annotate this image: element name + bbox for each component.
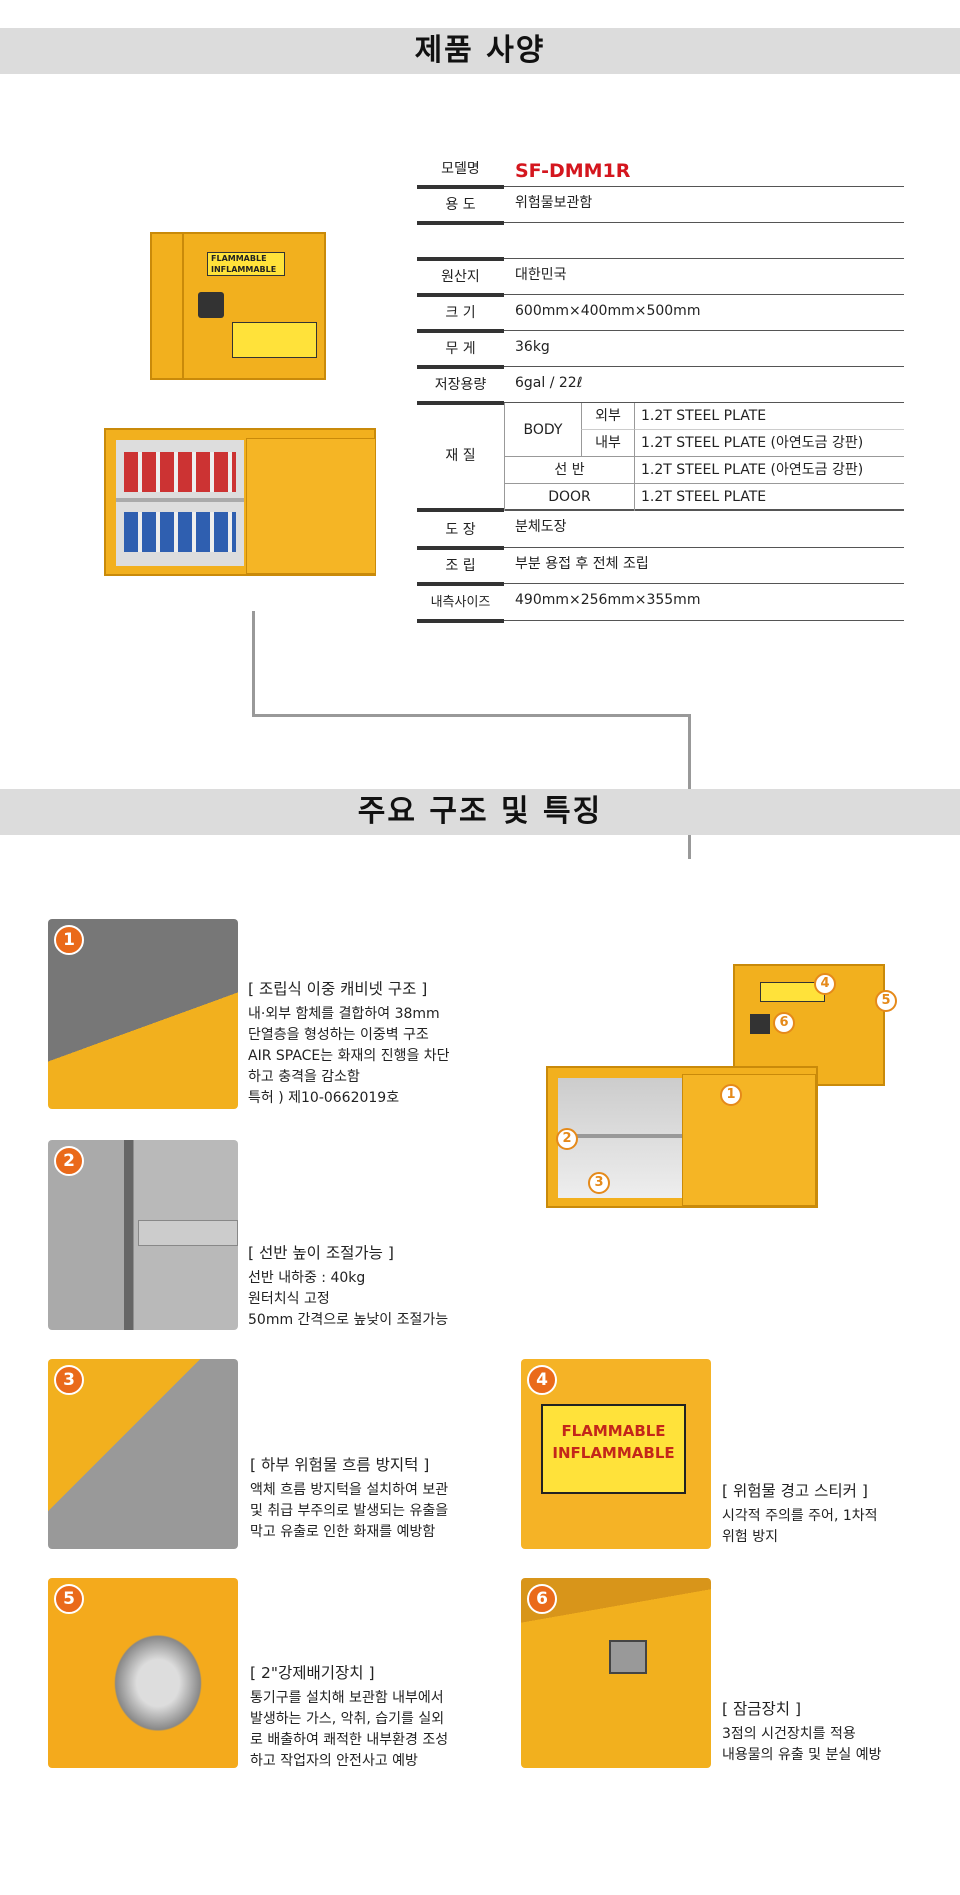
model-name: SF-DMM1R — [515, 160, 631, 182]
spec-label-capacity: 저장용량 — [417, 369, 504, 405]
feature-line: 위험 방지 — [722, 1529, 778, 1545]
spec-label-inner-size: 내측사이즈 — [417, 587, 504, 623]
feature-line: 내·외부 함체를 결합하여 38mm — [248, 1006, 440, 1022]
material-inner-label: 내부 — [581, 430, 634, 457]
feature-line: 하고 충격을 감소함 — [248, 1069, 360, 1085]
feature-title: [ 선반 높이 조절가능 ] — [248, 1244, 394, 1262]
spec-label-material: 재 질 — [417, 404, 504, 512]
feature-image-3: 3 — [48, 1359, 238, 1549]
diagram-badge: 1 — [720, 1084, 742, 1106]
feature-badge: 4 — [527, 1365, 557, 1395]
spec-value-origin: 대한민국 — [515, 267, 567, 283]
feature-line: 로 배출하여 쾌적한 내부환경 조성 — [250, 1732, 449, 1748]
feature-badge: 5 — [54, 1584, 84, 1614]
feature-line: 발생하는 가스, 악취, 습기를 실외 — [250, 1711, 445, 1727]
spec-value-capacity: 6gal / 22ℓ — [515, 375, 583, 391]
material-door-value: 1.2T STEEL PLATE — [634, 484, 904, 511]
diagram-badge: 6 — [773, 1012, 795, 1034]
sticker-flammable: FLAMMABLE — [561, 1422, 666, 1440]
feature-image-6: 6 — [521, 1578, 711, 1768]
spec-value-paint: 분체도장 — [515, 519, 567, 535]
spec-label-paint: 도 장 — [417, 514, 504, 550]
spec-label-weight: 무 게 — [417, 333, 504, 369]
spec-value-size: 600mm×400mm×500mm — [515, 303, 701, 319]
material-inner-value: 1.2T STEEL PLATE (아연도금 강판) — [634, 430, 904, 457]
spec-value-usage: 위험물보관함 — [515, 195, 593, 211]
spec-label-assembly: 조 립 — [417, 550, 504, 586]
material-shelf-label: 선 반 — [504, 457, 634, 484]
sticker-flammable: FLAMMABLE — [211, 254, 267, 263]
spec-value-inner-size: 490mm×256mm×355mm — [515, 592, 701, 608]
lock-icon — [609, 1640, 647, 1674]
feature-line: 3점의 시건장치를 적용 — [722, 1726, 856, 1742]
feature-badge: 1 — [54, 925, 84, 955]
spec-label-size: 크 기 — [417, 297, 504, 333]
feature-line: 50mm 간격으로 높낮이 조절가능 — [248, 1312, 449, 1328]
feature-image-5: 5 — [48, 1578, 238, 1768]
sticker-inflammable: INFLAMMABLE — [552, 1444, 675, 1462]
feature-title: [ 잠금장치 ] — [722, 1700, 801, 1718]
spec-label-usage: 용 도 — [417, 189, 504, 225]
feature-line: AIR SPACE는 화재의 진행을 차단 — [248, 1048, 450, 1064]
feature-badge: 3 — [54, 1365, 84, 1395]
section-title-specs: 제품 사양 — [0, 28, 960, 74]
feature-title: [ 하부 위험물 흐름 방지턱 ] — [250, 1456, 430, 1474]
feature-text-2: [ 선반 높이 조절가능 ] 선반 내하중 : 40kg 원터치식 고정 50mm … — [248, 1243, 448, 1331]
diagram-badge: 4 — [814, 973, 836, 995]
spec-value-assembly: 부분 용접 후 전체 조립 — [515, 556, 649, 572]
feature-line: 통기구를 설치해 보관함 내부에서 — [250, 1690, 444, 1706]
feature-line: 원터치식 고정 — [248, 1291, 330, 1307]
spec-value-weight: 36kg — [515, 339, 550, 355]
diagram-cabinet-closed: 4 6 — [733, 964, 885, 1086]
feature-line: 액체 흐름 방지턱을 설치하여 보관 — [250, 1482, 449, 1498]
diagram-cabinet-open: 2 3 1 — [546, 1066, 818, 1208]
feature-badge: 6 — [527, 1584, 557, 1614]
feature-line: 선반 내하중 : 40kg — [248, 1270, 366, 1286]
feature-line: 시각적 주의를 주어, 1차적 — [722, 1508, 878, 1524]
feature-text-1: [ 조립식 이중 캐비넷 구조 ] 내·외부 함체를 결합하여 38mm 단열층을… — [248, 979, 450, 1109]
feature-title: [ 조립식 이중 캐비넷 구조 ] — [248, 980, 428, 998]
diagram-badge: 5 — [875, 990, 897, 1012]
material-body-label: BODY — [504, 403, 581, 457]
feature-image-4: FLAMMABLE INFLAMMABLE 4 — [521, 1359, 711, 1549]
spec-label-model: 모델명 — [417, 153, 504, 189]
connector-line — [252, 611, 255, 717]
feature-line: 및 취급 부주의로 발생되는 유출을 — [250, 1503, 449, 1519]
feature-image-1: 1 — [48, 919, 238, 1109]
feature-title: [ 2"강제배기장치 ] — [250, 1664, 375, 1682]
feature-line: 하고 작업자의 안전사고 예방 — [250, 1753, 418, 1769]
diagram-badge: 3 — [588, 1172, 610, 1194]
feature-line: 단열층을 형성하는 이중벽 구조 — [248, 1027, 429, 1043]
spec-label-origin: 원산지 — [417, 261, 504, 297]
sticker-inflammable: INFLAMMABLE — [211, 265, 277, 274]
material-outer-label: 외부 — [581, 403, 634, 430]
feature-line: 특허 ) 제10-0662019호 — [248, 1090, 400, 1106]
feature-badge: 2 — [54, 1146, 84, 1176]
feature-line: 막고 유출로 인한 화재를 예방함 — [250, 1524, 436, 1540]
feature-image-2: 2 — [48, 1140, 238, 1330]
cabinet-open-image — [104, 428, 376, 576]
lock-icon — [198, 292, 224, 318]
material-shelf-value: 1.2T STEEL PLATE (아연도금 강판) — [634, 457, 904, 484]
diagram-badge: 2 — [556, 1128, 578, 1150]
section-title-features: 주요 구조 및 특징 — [0, 789, 960, 835]
cabinet-closed-image: FLAMMABLE INFLAMMABLE — [150, 232, 326, 380]
feature-title: [ 위험물 경고 스티커 ] — [722, 1482, 868, 1500]
material-outer-value: 1.2T STEEL PLATE — [634, 403, 904, 430]
material-door-label: DOOR — [504, 484, 634, 511]
feature-line: 내용물의 유출 및 분실 예방 — [722, 1747, 882, 1763]
